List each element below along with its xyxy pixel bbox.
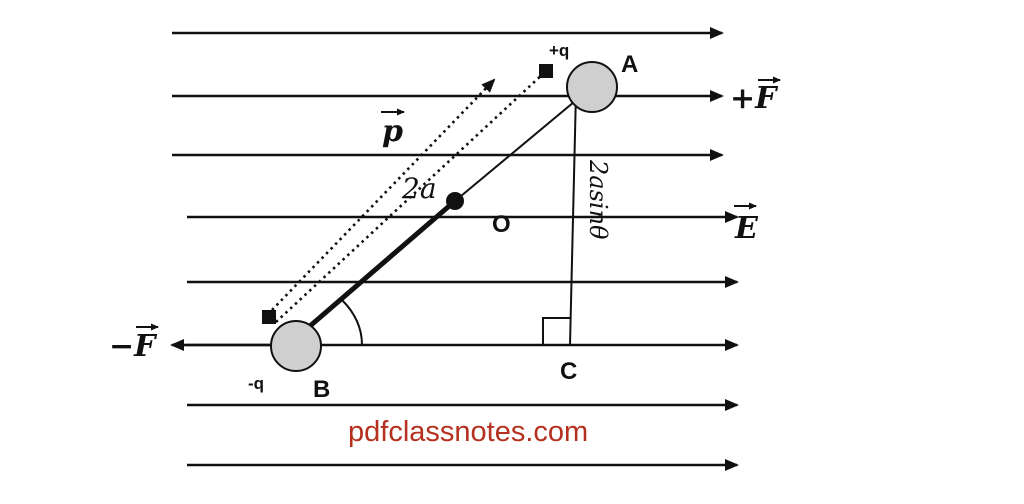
label-field: E bbox=[734, 211, 759, 246]
angle-arc bbox=[341, 299, 363, 346]
label-force-negative: −F bbox=[109, 329, 158, 364]
label-length: 2a bbox=[401, 172, 437, 205]
label-point-c: C bbox=[560, 358, 577, 385]
label-perpendicular: 2asinθ bbox=[584, 159, 612, 240]
label-dipole-moment: p bbox=[382, 114, 403, 149]
watermark-text: pdfclassnotes.com bbox=[348, 416, 588, 448]
field-lines bbox=[172, 27, 739, 471]
dipole-rod-upper bbox=[454, 86, 593, 202]
dipole-end-square-bottom bbox=[262, 310, 276, 324]
label-point-o: O bbox=[492, 211, 511, 238]
charge-positive-a bbox=[566, 61, 618, 113]
label-force-positive-group: +F bbox=[730, 76, 781, 116]
label-dipole-moment-group: p bbox=[381, 108, 405, 149]
center-point-o bbox=[446, 192, 464, 210]
label-field-group: E bbox=[734, 202, 759, 246]
label-force-positive: +F bbox=[730, 81, 779, 116]
perpendicular-line bbox=[569, 91, 577, 346]
dipole-moment-dotted-line bbox=[271, 78, 496, 311]
dipole-moment-dotted-line-2 bbox=[275, 71, 546, 323]
label-charge-negative: -q bbox=[248, 374, 264, 393]
label-force-negative-group: −F bbox=[109, 323, 159, 364]
dipole-rod-lower bbox=[308, 199, 457, 328]
charge-negative-b bbox=[270, 320, 322, 372]
label-point-a: A bbox=[621, 51, 638, 78]
label-charge-positive: +q bbox=[549, 41, 569, 60]
label-point-b: B bbox=[313, 376, 330, 403]
dipole-end-square-top bbox=[539, 64, 553, 78]
right-angle-mark bbox=[542, 317, 570, 345]
